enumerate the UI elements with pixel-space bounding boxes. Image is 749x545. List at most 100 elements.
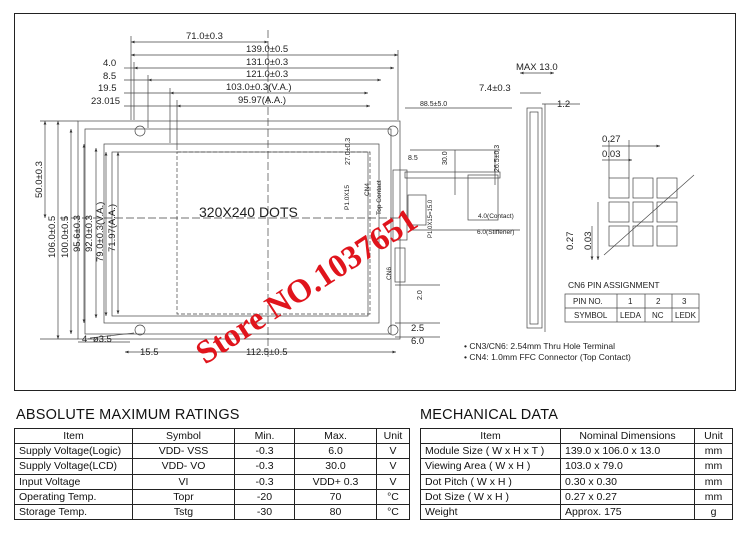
col-unit: Unit — [376, 427, 410, 445]
ratings-table: Item Symbol Min. Max. Unit Supply Voltag… — [14, 427, 410, 521]
p1-pitch-label: P1.0X15=15.0 — [428, 199, 434, 238]
cell: VI — [132, 473, 235, 490]
cell: 0.30 x 0.30 — [560, 473, 695, 490]
col-max: Max. — [294, 427, 377, 445]
cell: Supply Voltage(Logic) — [14, 443, 133, 460]
dim-30: 30.0 — [442, 151, 449, 165]
cell: Input Voltage — [14, 473, 133, 490]
dot-027-h: 0.27 — [602, 134, 621, 145]
col-item: Item — [420, 427, 561, 445]
cell: VDD+ 0.3 — [294, 473, 377, 490]
mount-hole — [134, 324, 146, 336]
dim-956: 95.6±0.3 — [72, 215, 83, 252]
cell: -0.3 — [234, 458, 295, 475]
cell: 0.27 x 0.27 — [560, 488, 695, 505]
cell: Storage Temp. — [14, 503, 133, 521]
dim-74: 7.4±0.3 — [479, 83, 511, 94]
cell: Dot Size ( W x H ) — [420, 488, 561, 505]
dim-60: 6.0 — [411, 336, 424, 347]
ratings-title: ABSOLUTE MAXIMUM RATINGS — [16, 407, 240, 423]
dim-50: 50.0±0.3 — [34, 161, 45, 198]
mount-hole — [134, 125, 146, 137]
cell: °C — [376, 488, 410, 505]
cn6-h-1: 1 — [628, 297, 633, 306]
cn6-h-3: 3 — [682, 297, 687, 306]
cell: Operating Temp. — [14, 488, 133, 505]
dim-max: MAX 13.0 — [516, 62, 558, 73]
cell: mm — [694, 473, 733, 490]
cn6-h-pin: PIN NO. — [573, 297, 603, 306]
stiffener-60: 6.0(Stiffener) — [477, 229, 514, 236]
cell: -30 — [234, 503, 295, 521]
cn6-connector — [394, 247, 406, 283]
offset-4: 4.0 — [103, 58, 116, 69]
cn6-r-symbol: SYMBOL — [574, 311, 608, 320]
col-nominal: Nominal Dimensions — [560, 427, 695, 445]
table-header-row: Item Symbol Min. Max. Unit — [14, 427, 410, 445]
side-view — [526, 107, 543, 329]
col-unit: Unit — [694, 427, 733, 445]
col-symbol: Symbol — [132, 427, 235, 445]
cell: V — [376, 458, 410, 475]
note-2: • CN4: 1.0mm FFC Connector (Top Contact) — [464, 352, 631, 362]
active-area — [176, 151, 371, 315]
cn6-title: CN6 PIN ASSIGNMENT — [568, 280, 660, 290]
bezel-outline — [103, 143, 380, 324]
cell: 103.0 x 79.0 — [560, 458, 695, 475]
cell: 30.0 — [294, 458, 377, 475]
dim-85: 8.5 — [408, 155, 418, 162]
cell: V — [376, 443, 410, 460]
dim-95: 95.97(A.A.) — [238, 95, 286, 106]
cell: Viewing Area ( W x H ) — [420, 458, 561, 475]
cell: -0.3 — [234, 443, 295, 460]
dim-1125: 112.5±0.5 — [246, 347, 288, 358]
cell: 6.0 — [294, 443, 377, 460]
dim-103: 103.0±0.3(V.A.) — [226, 82, 292, 93]
mount-hole — [387, 324, 399, 336]
cell: Supply Voltage(LCD) — [14, 458, 133, 475]
top-contact-label: Top Contact — [376, 180, 383, 215]
dim-92: 92.0±0.3 — [84, 215, 95, 252]
dot-003-h: 0.03 — [602, 149, 621, 160]
contact-40: 4.0(Contact) — [478, 213, 514, 220]
offset-23: 23.015 — [91, 96, 120, 107]
cell: Approx. 175 — [560, 503, 695, 521]
dim-25: 2.5 — [411, 323, 424, 334]
watermark: Store NO.1037651 — [190, 202, 424, 372]
table-header-row: Item Nominal Dimensions Unit — [420, 427, 733, 445]
dim-265: 26.5±0.3 — [494, 145, 501, 172]
col-item: Item — [14, 427, 133, 445]
offset-195: 19.5 — [98, 83, 117, 94]
cn6-r-ledk: LEDK — [675, 311, 697, 320]
cn6-r-leda: LEDA — [620, 311, 642, 320]
dim-71: 71.0±0.3 — [186, 31, 223, 42]
p1-label: P1.0X15 — [344, 185, 351, 210]
mechanical-drawing: 71.0±0.3 139.0±0.5 131.0±0.3 121.0±0.3 1… — [14, 13, 736, 391]
cn4-connector — [392, 169, 408, 241]
cell: VDD- VO — [132, 458, 235, 475]
drawing-frame — [14, 13, 736, 391]
dim-139: 139.0±0.5 — [246, 44, 288, 55]
dim-155: 15.5 — [140, 347, 159, 358]
dot-027-v: 0.27 — [565, 232, 576, 251]
dim-12: 1.2 — [557, 99, 570, 110]
cn6-label: CN6 — [386, 267, 393, 280]
mechanical-table: Item Nominal Dimensions Unit Module Size… — [420, 427, 733, 521]
mount-hole — [387, 125, 399, 137]
cell: VDD- VSS — [132, 443, 235, 460]
cell: 80 — [294, 503, 377, 521]
cn6-h-2: 2 — [656, 297, 661, 306]
dim-106: 106.0±0.5 — [47, 216, 58, 258]
cell: mm — [694, 488, 733, 505]
note-1: • CN3/CN6: 2.54mm Thru Hole Terminal — [464, 341, 615, 351]
offset-85: 8.5 — [103, 71, 116, 82]
cell: Dot Pitch ( W x H ) — [420, 473, 561, 490]
